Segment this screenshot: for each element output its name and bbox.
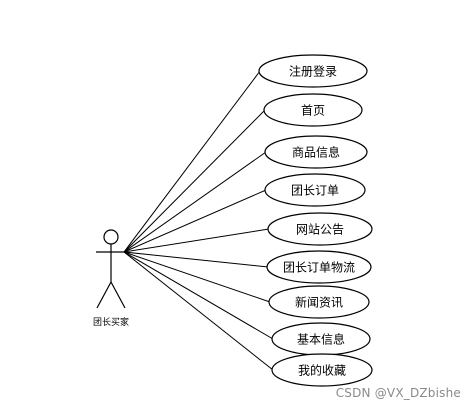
use-case: 注册登录 — [258, 54, 368, 88]
watermark: CSDN @VX_DZbishe — [335, 386, 461, 400]
use-case: 团长订单物流 — [266, 250, 372, 284]
use-case-ellipse — [258, 54, 368, 88]
association-line — [123, 228, 270, 253]
actor-left-leg — [96, 281, 112, 309]
use-case-ellipse — [271, 353, 373, 387]
use-case-ellipse — [264, 173, 366, 207]
association-line — [123, 251, 274, 371]
association-line — [123, 109, 266, 253]
use-case-label: 新闻资讯 — [295, 295, 343, 310]
use-case-label: 团长订单 — [291, 184, 339, 198]
use-case: 网站公告 — [267, 212, 373, 246]
use-case-label: 基本信息 — [297, 332, 345, 347]
association-line — [123, 251, 274, 340]
association-line — [123, 251, 269, 268]
use-case-ellipse — [268, 285, 370, 319]
use-case: 首页 — [263, 93, 363, 127]
use-case-label: 首页 — [301, 104, 325, 118]
use-case-label: 商品信息 — [292, 145, 340, 160]
use-case: 基本信息 — [271, 322, 371, 356]
association-line — [123, 189, 267, 253]
use-case-ellipse — [263, 93, 363, 127]
association-lines — [123, 70, 274, 371]
use-case-label: 注册登录 — [289, 64, 337, 79]
use-case: 商品信息 — [264, 135, 368, 169]
use-case-label: 网站公告 — [296, 223, 344, 237]
actor-label: 团长买家 — [93, 316, 129, 328]
use-case-label: 团长订单物流 — [283, 261, 355, 275]
use-case-label: 我的收藏 — [298, 363, 346, 378]
use-case: 新闻资讯 — [268, 285, 370, 319]
association-line — [123, 151, 267, 253]
use-case-ellipse — [266, 250, 372, 284]
use-case: 我的收藏 — [271, 353, 373, 387]
use-case-ellipse — [267, 212, 373, 246]
actor-head — [103, 229, 119, 245]
use-case: 团长订单 — [264, 173, 366, 207]
actor: 团长买家 — [93, 229, 129, 328]
actor-right-leg — [110, 281, 126, 309]
use-case-ellipse — [264, 135, 368, 169]
association-line — [123, 70, 261, 253]
association-line — [123, 251, 271, 303]
